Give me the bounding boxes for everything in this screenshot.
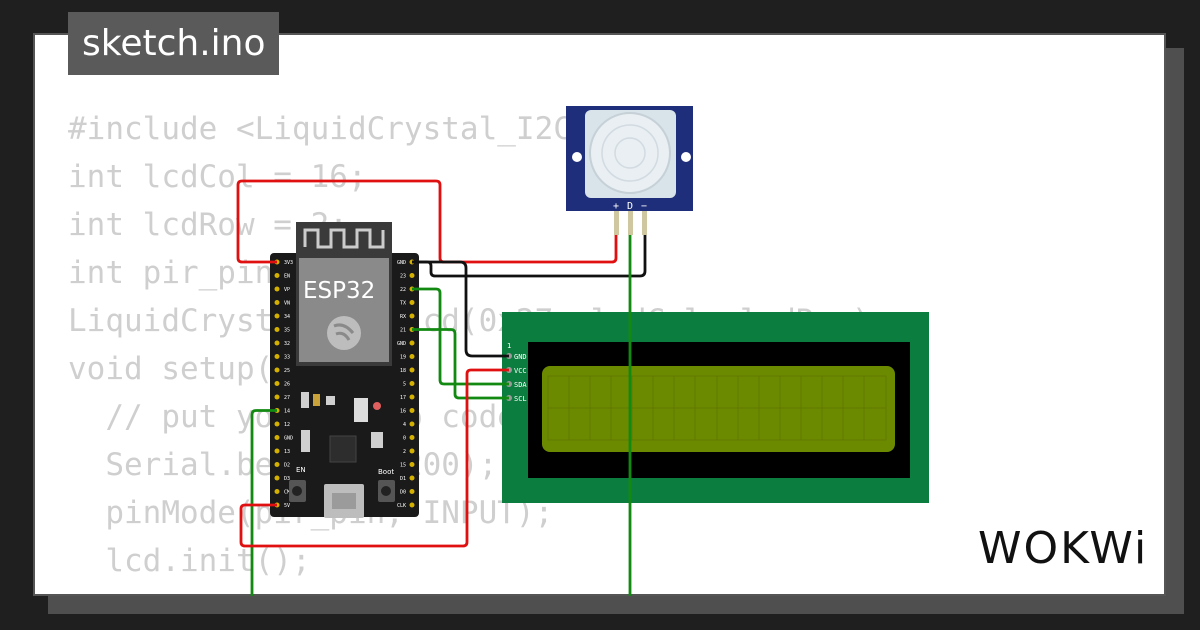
esp32-label: ESP32	[303, 278, 375, 304]
pin-label: D3	[284, 476, 290, 482]
antenna-trace	[303, 228, 385, 249]
lcd-pin1-label: 1	[507, 342, 511, 350]
wire-black-lcd-gnd[interactable]	[412, 260, 509, 358]
pin-label: 33	[284, 355, 290, 361]
pin-label: CMD	[284, 490, 293, 496]
pin-label: 14	[284, 409, 290, 415]
pin-label: 23	[400, 274, 406, 280]
pir-pin-label: D	[627, 201, 633, 212]
pin-label: 16	[400, 409, 406, 415]
wire-green-gpio14[interactable]	[250, 409, 277, 597]
wire-black-pir-gnd[interactable]	[412, 235, 647, 278]
pin-label: 13	[284, 449, 290, 455]
pin-label: 15	[400, 463, 406, 469]
pir-pin-label: +	[613, 201, 619, 212]
pin-label: GND	[284, 436, 293, 442]
pin-label: 3V3	[284, 260, 293, 266]
smd-component	[301, 392, 309, 408]
smd-component	[326, 396, 335, 405]
pin-label: CLK	[397, 503, 406, 509]
pin-label: RX	[400, 314, 406, 320]
code-line: int lcdCol = 16;	[68, 159, 367, 195]
lcd-pin-label: SCL	[514, 395, 527, 403]
lcd-char-grid	[547, 375, 887, 441]
pin-label: TX	[400, 301, 406, 307]
pin-label: 19	[400, 355, 406, 361]
wire-red-lcd-vcc[interactable]	[239, 368, 509, 548]
usb-uart-chip	[329, 435, 357, 463]
pir-mount-hole	[572, 152, 582, 162]
pin-label: 5	[403, 382, 406, 388]
pin-label: 34	[284, 314, 290, 320]
pir-mount-hole	[681, 152, 691, 162]
pir-pin-out[interactable]	[628, 211, 633, 235]
en-button-label: EN	[296, 466, 306, 474]
pir-pin-label: −	[641, 201, 647, 212]
pin-label: GND	[397, 260, 406, 266]
pir-pin-gnd[interactable]	[642, 211, 647, 235]
pin-label: GND	[397, 341, 406, 347]
smd-component	[371, 432, 383, 448]
esp32-board[interactable]: ESP32 3V3 EN VP VN 34 35 32 33 25 26 27 …	[270, 222, 419, 518]
lcd-pin-label: SDA	[514, 381, 527, 389]
pin-label: 2	[403, 449, 406, 455]
pin-label: 18	[400, 368, 406, 374]
pin-label: 12	[284, 422, 290, 428]
right-pin-labels: GND 23 22 TX RX 21 GND 19 18 5 17 16 4 0…	[397, 260, 406, 509]
pin-label: 35	[284, 328, 290, 334]
pin-label: 21	[400, 328, 406, 334]
smd-component	[313, 394, 320, 406]
wires	[236, 179, 647, 597]
pin-label: 32	[284, 341, 290, 347]
pin-label: 22	[400, 287, 406, 293]
voltage-regulator	[354, 398, 368, 422]
led-indicator	[373, 402, 381, 410]
pin-label: 25	[284, 368, 290, 374]
wokwi-logo: WOKWi	[978, 523, 1149, 574]
pin-label: 4	[403, 422, 406, 428]
lcd-screen	[542, 366, 895, 452]
wire-red-pir-vcc[interactable]	[236, 179, 618, 264]
lcd-pin-label: GND	[514, 353, 527, 361]
wire-green-scl[interactable]	[412, 328, 509, 400]
pir-sensor[interactable]: + D −	[566, 106, 693, 235]
smd-component	[301, 430, 310, 452]
pin-label: 27	[284, 395, 290, 401]
code-line: lcd.init();	[68, 543, 311, 579]
pin-label: 17	[400, 395, 406, 401]
pin-label: EN	[284, 274, 290, 280]
wire-green-sda[interactable]	[412, 287, 509, 386]
pin-label: 0	[403, 436, 406, 442]
pin-label: VN	[284, 301, 290, 307]
pin-label: D1	[400, 476, 406, 482]
lcd-module[interactable]: 1 GND VCC SDA SCL	[502, 312, 929, 503]
pin-label: VP	[284, 287, 290, 293]
left-pin-labels: 3V3 EN VP VN 34 35 32 33 25 26 27 14 12 …	[284, 260, 293, 509]
pin-label: D2	[284, 463, 290, 469]
pin-label: D0	[400, 490, 406, 496]
pin-label: 26	[284, 382, 290, 388]
file-tab[interactable]: sketch.ino	[68, 12, 280, 75]
code-line: lcd.backlight();	[68, 585, 889, 594]
pir-pin-vcc[interactable]	[614, 211, 619, 235]
pin-label: 5V	[284, 503, 290, 509]
lcd-pin-label: VCC	[514, 367, 527, 375]
boot-button-label: Boot	[378, 468, 394, 476]
code-line: #include <LiquidCrystal_I2C.h>	[68, 111, 628, 147]
